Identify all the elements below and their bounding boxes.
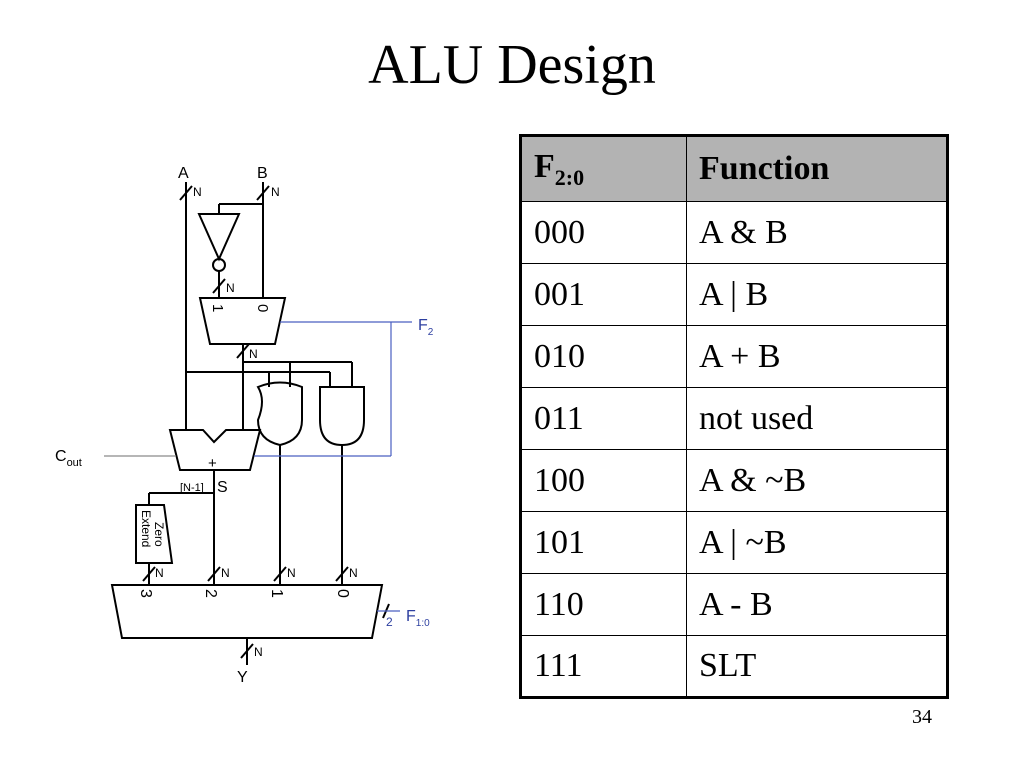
slide-title: ALU Design bbox=[368, 34, 656, 96]
table-header-row: F2:0 Function bbox=[520, 135, 948, 202]
label-width-bb: N bbox=[249, 347, 258, 361]
cell-function: A - B bbox=[686, 573, 948, 636]
cell-function: A | B bbox=[686, 263, 948, 326]
label-width-and: N bbox=[349, 566, 358, 580]
page-number: 34 bbox=[912, 706, 932, 728]
cell-code: 000 bbox=[520, 201, 687, 264]
cell-function: not used bbox=[686, 387, 948, 450]
label-f10: F1:0 bbox=[406, 608, 430, 629]
cell-code: 100 bbox=[520, 449, 687, 512]
adder-plus: + bbox=[208, 455, 217, 472]
label-width-zx: N bbox=[155, 566, 164, 580]
cell-code: 011 bbox=[520, 387, 687, 450]
cell-code: 111 bbox=[520, 635, 687, 698]
cell-function: A & ~B bbox=[686, 449, 948, 512]
zero-extend-label-2: Extend bbox=[139, 510, 153, 547]
mux-input-0: 0 bbox=[254, 304, 271, 312]
out-mux-input-2: 2 bbox=[202, 589, 219, 598]
label-width-or: N bbox=[287, 566, 296, 580]
label-msb: [N-1] bbox=[180, 482, 204, 494]
label-width-notb: N bbox=[226, 281, 235, 295]
alu-schematic: A B N N N N 1 0 F2 Cout + [N-1] S Zero E… bbox=[55, 165, 434, 686]
label-a: A bbox=[178, 165, 189, 182]
mux-input-1: 1 bbox=[209, 304, 226, 312]
zero-extend-block bbox=[135, 504, 174, 564]
and-gate bbox=[319, 386, 365, 447]
out-mux-input-0: 0 bbox=[334, 589, 351, 598]
cell-function: SLT bbox=[686, 635, 948, 698]
label-width-y: N bbox=[254, 645, 263, 659]
or-gate bbox=[256, 381, 303, 447]
label-sum: S bbox=[217, 479, 228, 496]
label-f2: F2 bbox=[418, 317, 434, 338]
out-mux-input-3: 3 bbox=[137, 589, 154, 598]
label-cout: Cout bbox=[55, 448, 82, 469]
label-width-sum: N bbox=[221, 566, 230, 580]
header-function: Function bbox=[686, 135, 948, 202]
inverter bbox=[197, 213, 241, 262]
cell-function: A | ~B bbox=[686, 511, 948, 574]
header-select: F2:0 bbox=[520, 135, 687, 202]
label-width-b: N bbox=[271, 185, 280, 199]
cell-function: A & B bbox=[686, 201, 948, 264]
cell-code: 001 bbox=[520, 263, 687, 326]
cell-code: 101 bbox=[520, 511, 687, 574]
b-mux bbox=[198, 297, 287, 345]
cell-code: 010 bbox=[520, 325, 687, 388]
label-f10-width: 2 bbox=[386, 615, 393, 629]
label-y: Y bbox=[237, 669, 248, 686]
label-b: B bbox=[257, 165, 268, 182]
label-width-a: N bbox=[193, 185, 202, 199]
adder bbox=[168, 429, 262, 471]
zero-extend-label-1: Zero bbox=[152, 522, 166, 547]
cell-code: 110 bbox=[520, 573, 687, 636]
out-mux-input-1: 1 bbox=[268, 589, 285, 598]
output-mux bbox=[110, 584, 384, 639]
cell-function: A + B bbox=[686, 325, 948, 388]
